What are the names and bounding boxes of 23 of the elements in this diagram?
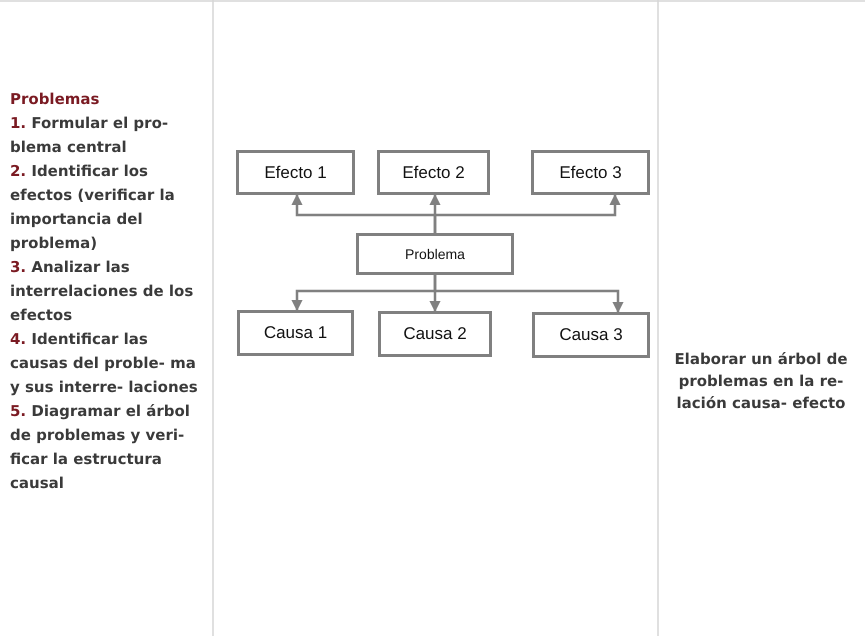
- process-box: [377, 150, 490, 195]
- arrow: [434, 275, 624, 314]
- box-label: Causa 1: [264, 323, 328, 343]
- arrow: [434, 194, 621, 233]
- process-box: [531, 150, 650, 195]
- process-box: [532, 312, 650, 358]
- step-text: 1. Formular el pro- blema central: [10, 113, 170, 158]
- process-box: [237, 310, 354, 356]
- step-text: 5. Diagramar el árbol de problemas y veri- ficar la estructura causal: [10, 401, 191, 494]
- box-label: Efecto 1: [264, 162, 327, 182]
- process-box: [356, 233, 514, 275]
- process-box: [378, 311, 492, 357]
- box-label: Problema: [405, 246, 465, 262]
- step-text: 3. Analizar las interrelaciones de los efectos: [10, 257, 194, 326]
- column-heading: Problemas: [10, 89, 100, 110]
- box-label: Efecto 3: [559, 162, 622, 182]
- box-label: Causa 3: [559, 325, 623, 345]
- step-text: 4. Identificar las causas del proble- ma y sus interre- laciones: [10, 329, 199, 398]
- box-label: Efecto 2: [402, 162, 465, 182]
- step-text: 2. Identificar los efectos (verificar la importancia del problema): [10, 161, 176, 254]
- note-text: Elaborar un árbol de problemas en la re- lación causa- efecto: [673, 349, 849, 414]
- process-box: [236, 150, 355, 195]
- box-label: Causa 2: [403, 324, 467, 344]
